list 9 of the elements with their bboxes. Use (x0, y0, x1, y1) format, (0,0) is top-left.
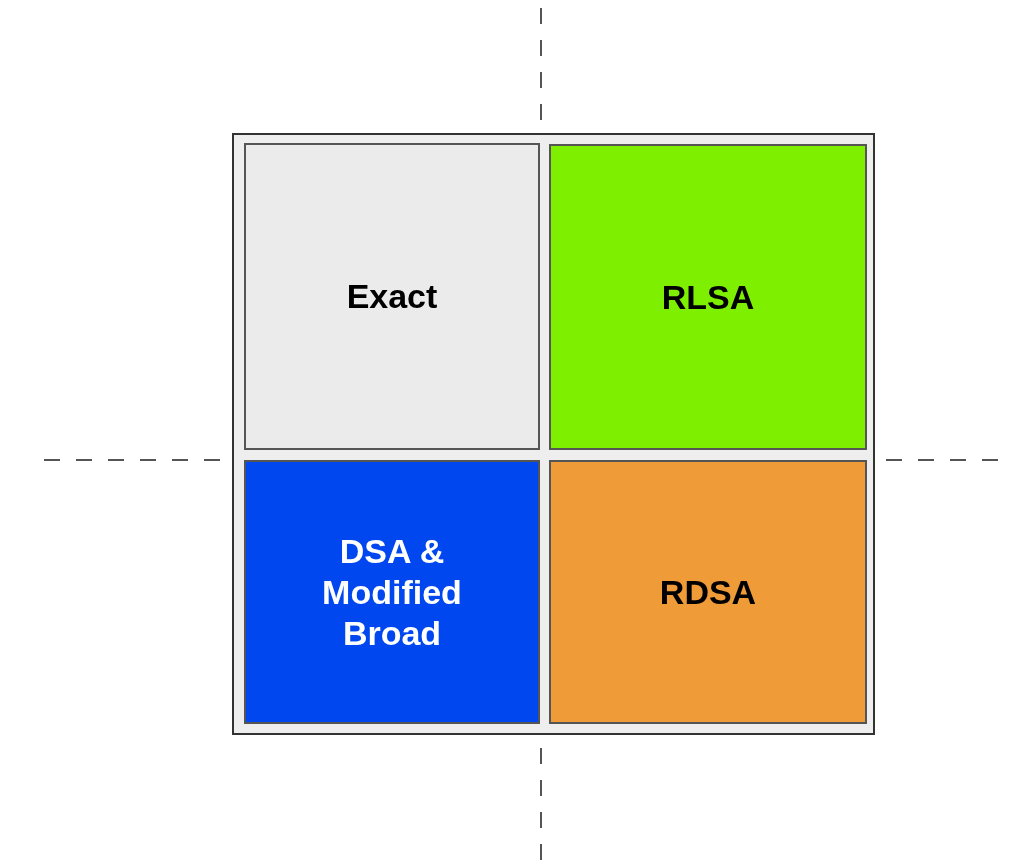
quadrant-panel (549, 144, 867, 450)
quadrant-panel (244, 460, 540, 724)
quadrant-label: Exact (345, 276, 439, 317)
quadrant-label: RDSA (658, 571, 758, 613)
quadrant-label: RLSA (660, 276, 756, 318)
matrix-frame (232, 133, 875, 735)
quadrant-panel (244, 143, 540, 450)
quadrant-label: DSA & Modified Broad (321, 530, 463, 654)
quadrant-panel (549, 460, 867, 724)
